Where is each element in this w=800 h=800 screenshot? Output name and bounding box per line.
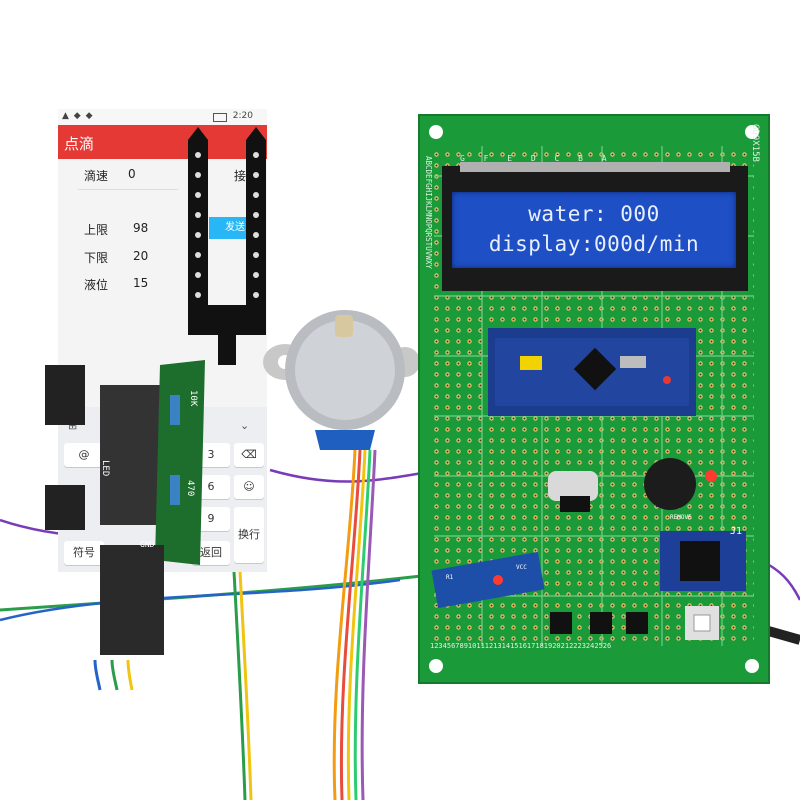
battery-icon <box>213 113 227 122</box>
led-label: LED <box>100 460 110 477</box>
rate-label: 滴速 <box>84 169 109 183</box>
status-icons: ▲ ◆ ◆ <box>62 111 94 121</box>
rate-value: 0 <box>128 167 136 181</box>
key-symbol[interactable]: 符号 <box>64 541 104 565</box>
lcd-line-2: display:000d/min <box>488 232 700 256</box>
status-time: 2:20 <box>232 111 253 121</box>
backspace-icon[interactable]: ⌫ <box>234 443 264 467</box>
level-label: 液位 <box>84 278 109 292</box>
module-vcc-label: VCC <box>516 564 527 571</box>
grid-icon[interactable]: ⊞ <box>68 419 78 432</box>
lcd-line-1: water: 000 <box>528 202 660 226</box>
slot-sensor: LED 470 10K GND <box>40 355 210 665</box>
top-letters: G F E D C B A <box>460 154 607 163</box>
chevron-down-icon[interactable]: ⌄ <box>240 419 250 432</box>
lower-value[interactable]: 20 <box>133 249 149 263</box>
divider <box>78 189 178 190</box>
key-newline[interactable]: 换行 <box>234 507 264 563</box>
module-r-label: R1 <box>446 574 454 581</box>
row-letters: ABCDEFGHIJKLMNOPQRSTUVWXY <box>424 156 433 269</box>
connect-label[interactable]: 接 <box>234 169 247 183</box>
resistor2-label: 10K <box>188 390 198 407</box>
resistor1-label: 470 <box>185 480 195 497</box>
column-numbers: 1234567891011121314151617181920212223242… <box>430 642 612 650</box>
lower-label: 下限 <box>84 251 109 265</box>
app-bar: 点滴 <box>58 125 267 159</box>
level-value[interactable]: 15 <box>133 276 149 290</box>
lcd-screen: water: 000 display:000d/min <box>452 192 736 268</box>
upper-value[interactable]: 98 <box>133 221 149 235</box>
emoji-icon[interactable]: ☺ <box>234 475 264 499</box>
gnd-label: GND <box>140 540 155 549</box>
board-label: GD9X15B <box>750 124 760 162</box>
upper-label: 上限 <box>84 223 109 237</box>
status-bar: ▲ ◆ ◆ 2:20 <box>58 109 267 125</box>
stepper-motor <box>263 310 420 450</box>
soil-probe <box>188 127 266 365</box>
buzzer-label-1: REMOVE <box>670 514 692 521</box>
j1-label: J1 <box>730 526 743 537</box>
app-title: 点滴 <box>64 135 95 153</box>
key-at[interactable]: @ <box>64 443 104 467</box>
